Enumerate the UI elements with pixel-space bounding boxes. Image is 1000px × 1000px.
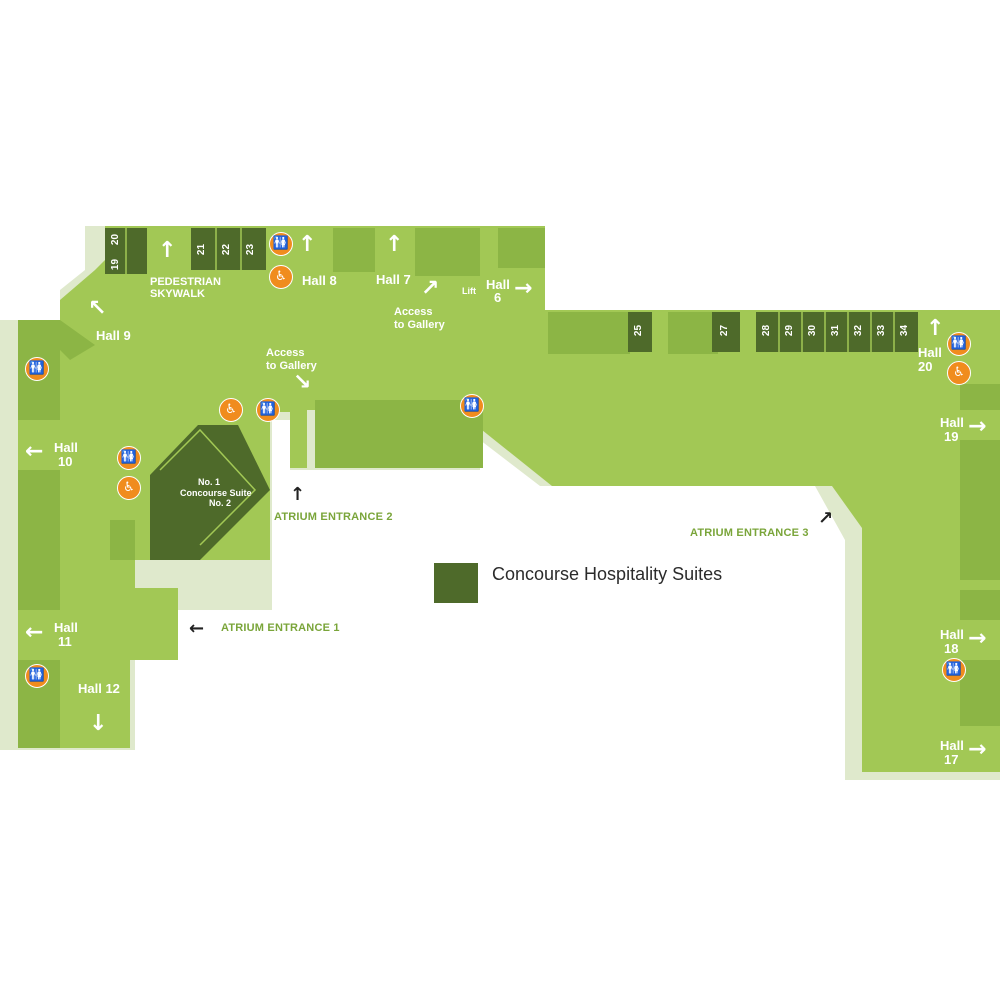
hall-10-label-b: 10 (58, 454, 73, 469)
arrow-right-icon: → (968, 414, 987, 439)
concourse-suite-label: Concourse Suite (180, 488, 252, 498)
arrow-up-icon: ↑ (158, 238, 177, 263)
suite-number-33: 33 (876, 324, 888, 337)
toilet-icon: 🚻 (25, 357, 49, 381)
room-blocks (18, 228, 1000, 748)
hall-11-label-a: Hall (54, 620, 78, 635)
skywalk-label-a: PEDESTRIAN (150, 276, 221, 288)
arrow-left-icon: ← (25, 620, 44, 645)
suite-number-27: 27 (719, 324, 731, 337)
hall-19-label-b: 19 (944, 429, 959, 444)
arrow-up-icon: ↑ (290, 484, 306, 505)
skywalk-label-b: SKYWALK (150, 288, 205, 300)
suite-number-32: 32 (853, 324, 865, 337)
arrow-right-icon: → (968, 626, 987, 651)
suite-number-20: 20 (110, 233, 122, 246)
arrow-up-right-icon: ↗ (421, 276, 440, 301)
toilet-icon: 🚻 (460, 394, 484, 418)
toilet-icon: 🚻 (942, 658, 966, 682)
arrow-up-icon: ↑ (926, 316, 945, 341)
wheelchair-icon: ♿ (269, 265, 293, 289)
toilet-icon: 🚻 (947, 332, 971, 356)
suite-number-19: 19 (110, 258, 122, 271)
arrow-right-icon: → (968, 737, 987, 762)
legend-swatch (434, 563, 478, 603)
atrium-entrance-3-label: ATRIUM ENTRANCE 3 (690, 527, 809, 539)
arrow-right-icon: → (514, 276, 533, 301)
hall-18-label-a: Hall (940, 627, 964, 642)
toilet-icon: 🚻 (269, 232, 293, 256)
toilet-icon: 🚻 (117, 446, 141, 470)
suite-number-31: 31 (830, 324, 842, 337)
toilet-icon: 🚻 (256, 398, 280, 422)
suite-number-21: 21 (196, 243, 208, 256)
wheelchair-icon: ♿ (117, 476, 141, 500)
suite-number-34: 34 (899, 324, 911, 337)
hall-6-label-a: Hall (486, 277, 510, 292)
hall-8-label: Hall 8 (302, 273, 337, 288)
suite-number-28: 28 (761, 324, 773, 337)
gallery-access-label-1a: Access (394, 306, 433, 318)
arrow-left-icon: ← (189, 618, 205, 639)
atrium-entrance-2-label: ATRIUM ENTRANCE 2 (274, 511, 393, 523)
toilet-icon: 🚻 (25, 664, 49, 688)
lift-label: Lift (462, 286, 476, 296)
hall-20-label-a: Hall (918, 345, 942, 360)
suite-number-23: 23 (245, 243, 257, 256)
arrow-left-icon: ← (25, 439, 44, 464)
suite-no2-label: No. 2 (209, 498, 232, 508)
wheelchair-icon: ♿ (947, 361, 971, 385)
hall-17-label-a: Hall (940, 738, 964, 753)
suite-no1-label: No. 1 (198, 477, 221, 487)
hall-9-label: Hall 9 (96, 328, 131, 343)
arrow-up-icon: ↑ (298, 232, 317, 257)
arrow-down-icon: ↓ (89, 711, 108, 736)
suite-number-29: 29 (784, 324, 796, 337)
hall-17-label-b: 17 (944, 752, 959, 767)
arrow-up-icon: ↑ (385, 232, 404, 257)
gallery-access-label-2a: Access (266, 347, 305, 359)
suite-number-25: 25 (633, 324, 645, 337)
hospitality-suites (105, 228, 918, 560)
wheelchair-icon: ♿ (219, 398, 243, 422)
atrium-entrance-1-label: ATRIUM ENTRANCE 1 (221, 622, 340, 634)
hall-10-label-a: Hall (54, 440, 78, 455)
hall-19-label-a: Hall (940, 415, 964, 430)
suite-number-22: 22 (221, 243, 233, 256)
hall-6-label-b: 6 (494, 290, 502, 305)
hall-12-label: Hall 12 (78, 681, 120, 696)
gallery-access-label-2b: to Gallery (266, 360, 317, 372)
arrow-up-right-icon: ↗ (818, 508, 834, 529)
arrow-up-left-icon: ↖ (88, 296, 107, 321)
hall-18-label-b: 18 (944, 641, 959, 656)
hall-11-label-b: 11 (58, 634, 72, 649)
hall-7-label: Hall 7 (376, 272, 411, 287)
suite-number-30: 30 (807, 324, 819, 337)
main-floor (18, 226, 1000, 772)
arrow-down-right-icon: ↘ (293, 370, 312, 395)
gallery-access-label-1b: to Gallery (394, 319, 445, 331)
legend-label: Concourse Hospitality Suites (492, 564, 723, 584)
hall-20-label-b: 20 (918, 359, 933, 374)
suite-outlines (125, 228, 895, 546)
